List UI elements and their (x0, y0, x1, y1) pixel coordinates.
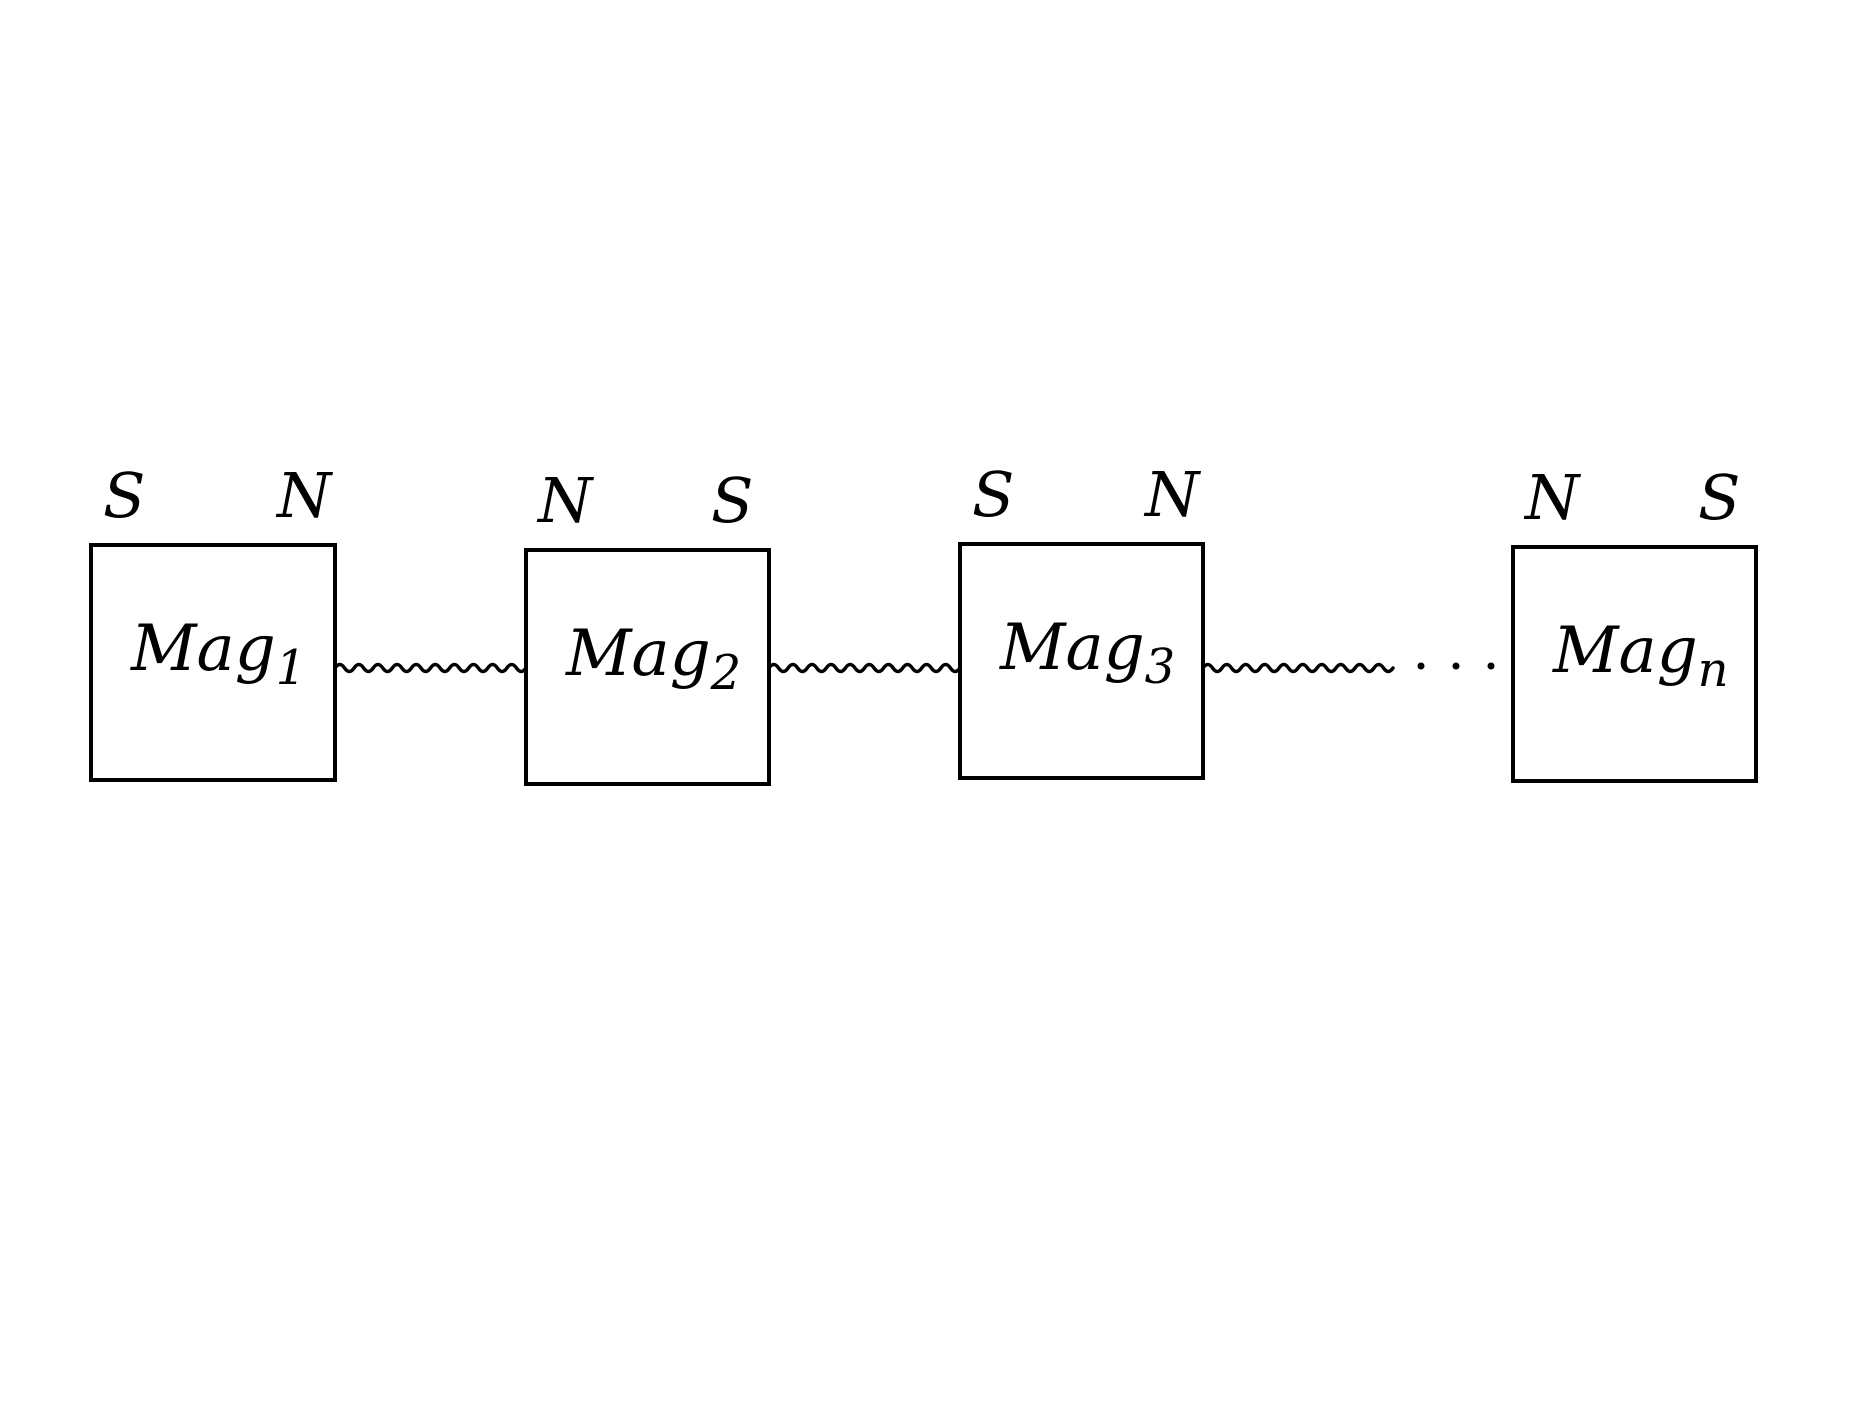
magnet-label: Mag1 (130, 612, 306, 696)
magnet-1: S N Mag1 (89, 459, 337, 782)
connection-2 (767, 662, 962, 674)
ellipsis-dot (1487, 662, 1495, 670)
magnet-2: N S Mag2 (524, 464, 771, 786)
magnet-label-subscript: 1 (276, 640, 307, 696)
magnet-label-base: Mag (130, 612, 276, 686)
left-pole-label: S (972, 458, 1014, 531)
ellipsis-dot (1417, 662, 1425, 670)
magnet-label: Mag3 (999, 611, 1175, 695)
magnet-4: N S Magn (1511, 461, 1758, 783)
connection-1 (333, 662, 528, 674)
spring (333, 662, 528, 674)
spring (1201, 662, 1395, 674)
magnet-box (958, 542, 1205, 780)
magnet-label: Mag2 (565, 617, 741, 701)
magnet-label-subscript: 3 (1145, 639, 1176, 695)
ellipsis-dot (1452, 662, 1460, 670)
spring (767, 662, 962, 674)
magnet-label-base: Mag (1552, 614, 1698, 688)
magnet-label: Magn (1552, 614, 1729, 698)
magnet-box (89, 543, 337, 782)
springs-layer (333, 662, 1495, 674)
left-pole-label: N (536, 464, 595, 537)
right-pole-label: N (275, 459, 334, 532)
magnet-label-base: Mag (565, 617, 711, 691)
left-pole-label: N (1523, 461, 1582, 534)
magnet-label-subscript: n (1698, 642, 1729, 698)
magnet-label-base: Mag (999, 611, 1145, 685)
magnet-box (1511, 545, 1758, 783)
left-pole-label: S (103, 459, 145, 532)
right-pole-label: S (711, 464, 753, 537)
right-pole-label: N (1143, 458, 1202, 531)
right-pole-label: S (1698, 461, 1740, 534)
magnet-3: S N Mag3 (958, 458, 1205, 780)
magnet-label-subscript: 2 (710, 645, 742, 701)
connection-3 (1201, 662, 1495, 674)
